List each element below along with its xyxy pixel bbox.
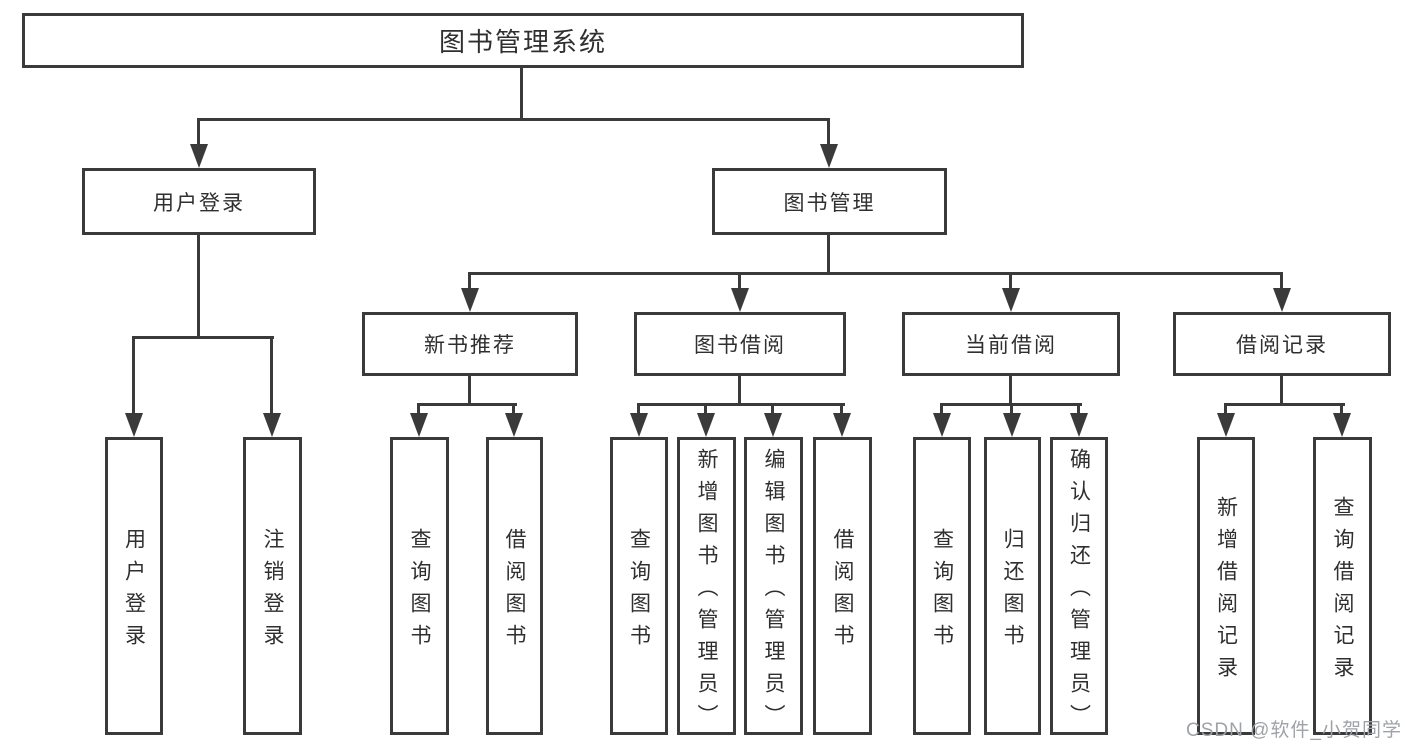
leaf-add-borrow-record: 新增借阅记录 [1197, 437, 1255, 735]
arrow-down-icon [1070, 413, 1088, 437]
arrow-down-icon [1002, 288, 1020, 312]
leaf-edit-book-admin: 编辑图书（管理员） [744, 437, 803, 736]
node-label: 确认归还（管理员） [1067, 447, 1091, 736]
arrow-down-icon [697, 413, 715, 437]
connector [520, 68, 523, 121]
leaf-user-login: 用户登录 [105, 437, 163, 735]
node-label: 查询借阅记录 [1331, 495, 1354, 688]
node-current-borrowing: 当前借阅 [902, 312, 1120, 376]
arrow-down-icon [461, 288, 479, 312]
connector [197, 121, 200, 148]
node-user-login: 用户登录 [82, 168, 316, 235]
connector [468, 272, 1283, 275]
node-book-borrowing: 图书借阅 [634, 312, 846, 376]
leaf-borrow-books-recommend: 借阅图书 [486, 437, 543, 735]
connector [417, 406, 420, 415]
connector [1280, 275, 1283, 292]
connector [1009, 376, 1012, 406]
arrow-down-icon [1217, 413, 1235, 437]
node-label: 新增借阅记录 [1214, 495, 1238, 688]
arrow-down-icon [630, 413, 648, 437]
connector [132, 339, 135, 417]
leaf-confirm-return-admin: 确认归还（管理员） [1050, 437, 1108, 736]
connector [270, 339, 273, 417]
connector [738, 376, 741, 406]
csdn-watermark: CSDN @软件_小贺同学 [1186, 720, 1402, 741]
connector [704, 406, 707, 415]
node-label: 查询图书 [930, 527, 954, 656]
connector [637, 406, 640, 415]
connector [940, 406, 943, 415]
connector [1010, 406, 1013, 415]
node-root: 图书管理系统 [22, 13, 1024, 68]
node-label: 借阅图书 [831, 527, 854, 656]
leaf-query-books-current: 查询图书 [913, 437, 971, 735]
connector [1224, 403, 1345, 406]
node-label: 用户登录 [153, 191, 245, 215]
connector [417, 403, 517, 406]
connector [637, 403, 845, 406]
node-label: 查询图书 [408, 527, 431, 656]
arrow-down-icon [731, 288, 749, 312]
leaf-query-books-borrowing: 查询图书 [610, 437, 668, 735]
connector [197, 235, 200, 339]
node-label: 查询图书 [627, 527, 651, 656]
leaf-return-book: 归还图书 [984, 437, 1041, 735]
arrow-down-icon [410, 413, 428, 437]
node-borrow-records: 借阅记录 [1173, 312, 1391, 376]
connector [468, 275, 471, 292]
connector [827, 121, 830, 148]
connector [1009, 275, 1012, 292]
node-new-book-recommend: 新书推荐 [362, 312, 578, 376]
arrow-down-icon [833, 413, 851, 437]
connector [771, 406, 774, 415]
connector [840, 406, 843, 415]
leaf-borrow-books: 借阅图书 [813, 437, 872, 735]
leaf-query-borrow-record: 查询借阅记录 [1313, 437, 1372, 735]
arrow-down-icon [505, 413, 523, 437]
connector [468, 376, 471, 406]
arrow-down-icon [125, 413, 143, 437]
connector [827, 235, 830, 275]
leaf-logout: 注销登录 [243, 437, 302, 735]
leaf-query-books-recommend: 查询图书 [390, 437, 449, 735]
connector [1224, 406, 1227, 415]
connector [132, 336, 274, 339]
node-label: 图书管理 [783, 191, 876, 215]
connector [1077, 406, 1080, 415]
node-label: 新书推荐 [424, 334, 516, 357]
node-label: 当前借阅 [965, 334, 1057, 357]
arrow-down-icon [820, 144, 838, 168]
node-label: 图书管理系统 [438, 27, 607, 57]
node-label: 借阅图书 [503, 527, 526, 656]
connector [197, 118, 830, 121]
connector [940, 403, 1082, 406]
node-label: 用户登录 [122, 527, 146, 656]
arrow-down-icon [263, 413, 281, 437]
connector [1280, 376, 1283, 406]
arrow-down-icon [764, 413, 782, 437]
node-label: 注销登录 [261, 527, 284, 656]
arrow-down-icon [933, 413, 951, 437]
node-book-management: 图书管理 [712, 168, 947, 235]
arrow-down-icon [1003, 413, 1021, 437]
node-label: 新增图书（管理员） [695, 447, 718, 736]
node-label: 归还图书 [1001, 527, 1024, 656]
connector [1340, 406, 1343, 415]
connector [512, 406, 515, 415]
leaf-add-book-admin: 新增图书（管理员） [677, 437, 736, 736]
connector [738, 275, 741, 292]
node-label: 图书借阅 [694, 334, 786, 357]
node-label: 借阅记录 [1236, 334, 1328, 357]
arrow-down-icon [1333, 413, 1351, 437]
arrow-down-icon [1273, 288, 1291, 312]
node-label: 编辑图书（管理员） [762, 447, 785, 736]
arrow-down-icon [190, 144, 208, 168]
